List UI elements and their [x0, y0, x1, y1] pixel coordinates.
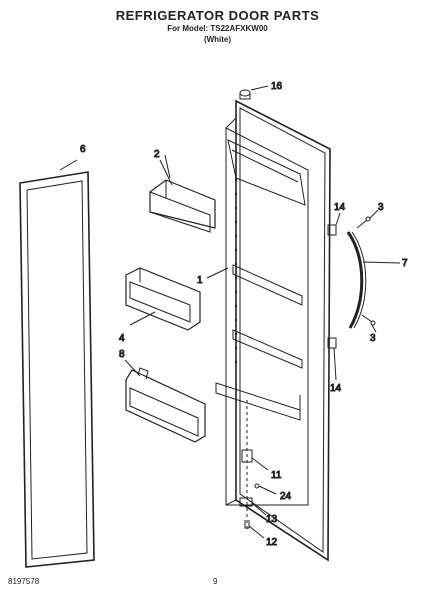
model-line: For Model: TS22AFXKW00: [167, 24, 268, 33]
callout-12: 12: [266, 537, 278, 548]
callout-16: 16: [271, 81, 283, 92]
callout-2: 2: [154, 149, 160, 160]
hinge-bracket: [239, 497, 253, 507]
hinge-screw: [254, 483, 260, 489]
color-line: (White): [203, 35, 232, 44]
door-bin: [125, 267, 201, 331]
lower-door-bin: [124, 359, 206, 443]
leader-6: [59, 159, 78, 171]
callout-4: 4: [119, 333, 125, 344]
leader-2: [164, 154, 171, 179]
callout-14-upper: 14: [334, 202, 346, 213]
callout-14-lower: 14: [330, 383, 342, 394]
upper-door-bin: [149, 159, 216, 233]
hinge-pin: [244, 520, 250, 529]
door-handle: [346, 231, 401, 329]
callout-8: 8: [119, 349, 125, 360]
hinge-bushing: [241, 449, 253, 463]
page-title: REFRIGERATOR DOOR PARTS: [115, 8, 320, 23]
document-number: 8197578: [8, 577, 40, 586]
handle-trim-upper: [327, 212, 341, 236]
callout-3-lower: 3: [370, 333, 376, 344]
callout-6: 6: [80, 144, 86, 155]
leader-1: [206, 267, 229, 279]
shelf-support-holes: [234, 178, 238, 364]
door-plug: [239, 85, 269, 100]
callout-3-upper: 3: [378, 202, 384, 213]
callout-7: 7: [402, 258, 408, 269]
callout-13: 13: [266, 514, 278, 525]
hinge-assembly: [239, 400, 277, 539]
handle-screw-upper: [356, 209, 379, 229]
callout-1: 1: [197, 275, 203, 286]
page-number: 9: [213, 577, 218, 586]
header: REFRIGERATOR DOOR PARTS For Model: TS22A…: [0, 8, 435, 45]
callout-24: 24: [280, 491, 292, 502]
callout-11: 11: [271, 470, 282, 481]
refrigerator-door: [215, 99, 331, 562]
handle-trim-lower: [327, 337, 337, 381]
handle-screw-lower: [361, 314, 377, 333]
door-gasket: [19, 171, 95, 568]
